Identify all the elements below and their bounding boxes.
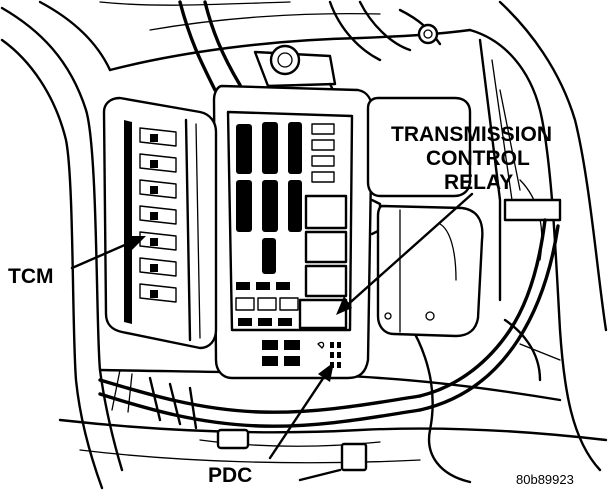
tcm-label: TCM (8, 265, 54, 288)
relay-label-line-1: TRANSMISSION (391, 123, 552, 146)
upper-hoses (178, 0, 442, 92)
relay-label-line-2: CONTROL (426, 147, 530, 170)
pdc-leader (268, 362, 334, 460)
relay-component (366, 96, 484, 338)
lower-bracket (298, 442, 368, 482)
relay-label-line-3: RELAY (444, 171, 513, 194)
tcm-module (102, 96, 218, 350)
right-bracket (478, 38, 562, 382)
figure-id: 80b89923 (516, 472, 574, 487)
tcm-connector-pins (139, 127, 177, 303)
tcm-leader (70, 236, 146, 270)
wiring-harness (98, 218, 560, 450)
pdc-label: PDC (208, 464, 252, 487)
relay-leader (336, 192, 474, 315)
pdc-housing (204, 84, 382, 380)
